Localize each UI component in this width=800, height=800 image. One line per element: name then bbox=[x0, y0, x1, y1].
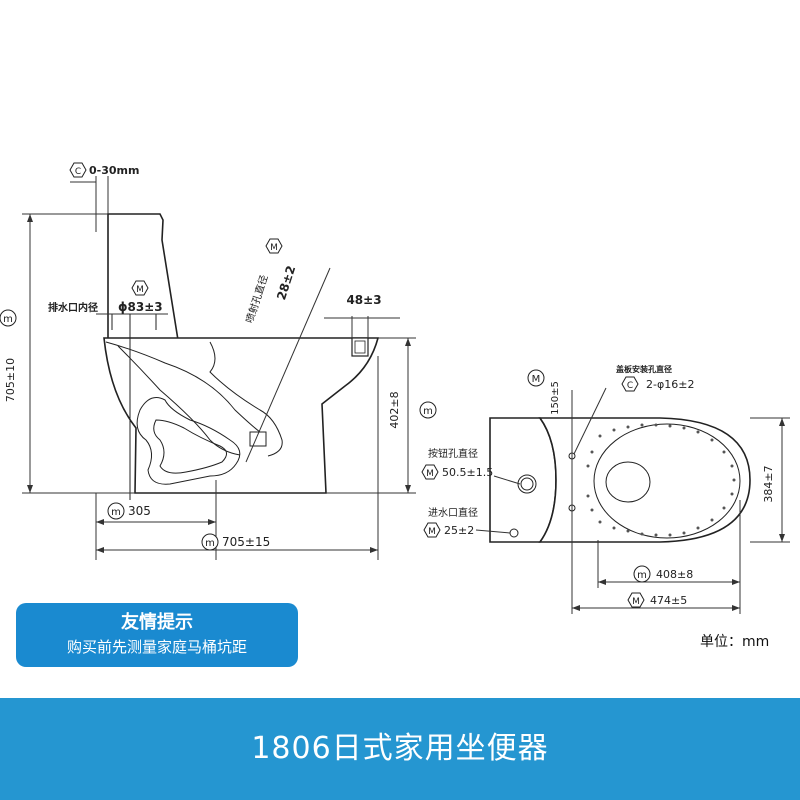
jet-channel bbox=[209, 341, 283, 457]
footer-banner: 1806日式家用坐便器 bbox=[0, 698, 800, 800]
marker-m: M bbox=[428, 527, 436, 537]
button-value: 50.5±1.5 bbox=[442, 466, 493, 479]
marker-m: M bbox=[532, 374, 541, 385]
tip-box: 友情提示 购买前先测量家庭马桶坑距 bbox=[16, 603, 298, 667]
drain-inner-label: 排水口内径 bbox=[48, 301, 98, 314]
marker-m: M bbox=[632, 597, 640, 607]
button-hole bbox=[517, 474, 537, 494]
button-hole-label: 按钮孔直径 bbox=[428, 447, 478, 460]
bowl-opening bbox=[605, 461, 651, 503]
height-705: 705±10 bbox=[4, 358, 17, 402]
spray-hole-label: 喷射孔直径 bbox=[243, 273, 271, 325]
tip-title: 友情提示 bbox=[121, 612, 193, 633]
unit-note: 单位：mm bbox=[700, 634, 770, 650]
siphon-coil bbox=[136, 397, 241, 485]
tank-outline bbox=[107, 213, 179, 341]
length-side-value: 705±15 bbox=[222, 535, 270, 549]
width-top-value: 384±7 bbox=[762, 465, 775, 502]
seat-holes bbox=[586, 423, 736, 537]
marker-m: m bbox=[423, 406, 433, 417]
tip-body: 购买前先测量家庭马桶坑距 bbox=[66, 638, 247, 656]
inlet-value: 25±2 bbox=[444, 524, 474, 537]
marker-m: M bbox=[426, 469, 434, 479]
offset-label: 0-30mm bbox=[89, 164, 139, 177]
rim-height-value: 402±8 bbox=[388, 391, 401, 428]
marker-c: C bbox=[75, 167, 81, 177]
seat-rim bbox=[593, 423, 741, 539]
marker-m: m bbox=[205, 538, 215, 549]
rough-in-value: 305 bbox=[128, 504, 151, 518]
top-offset-value: 150±5 bbox=[550, 381, 561, 415]
marker-m: M bbox=[136, 285, 144, 295]
side-view: m 705±10 C 0-30mm M 排水口内径 ϕ83±3 M 喷射孔直径 … bbox=[0, 162, 437, 560]
top-view: M 150±5 盖板安装孔直径 C 2-φ16±2 按钮孔直径 M 50.5±1… bbox=[421, 364, 790, 614]
siphon-inner bbox=[153, 419, 227, 474]
marker-m: M bbox=[270, 243, 278, 253]
inlet-label: 进水口直径 bbox=[428, 506, 478, 519]
marker-m: m bbox=[111, 507, 121, 518]
total-length-value: 474±5 bbox=[650, 594, 687, 607]
marker-c: C bbox=[627, 381, 633, 391]
lid-hole-label: 盖板安装孔直径 bbox=[616, 364, 672, 374]
drain-diameter-value: ϕ83±3 bbox=[118, 300, 163, 314]
seat-length-value: 408±8 bbox=[656, 568, 693, 581]
marker-m: m bbox=[637, 570, 647, 581]
flush-button bbox=[351, 337, 369, 357]
tank-width-value: 48±3 bbox=[346, 293, 381, 307]
product-title: 1806日式家用坐便器 bbox=[251, 731, 549, 766]
lid-hole-value: 2-φ16±2 bbox=[646, 378, 694, 391]
trapway-line-2 bbox=[117, 345, 241, 456]
spray-value: 28±2 bbox=[274, 264, 298, 302]
trapway-outer bbox=[105, 341, 261, 433]
marker-m: m bbox=[3, 314, 13, 325]
